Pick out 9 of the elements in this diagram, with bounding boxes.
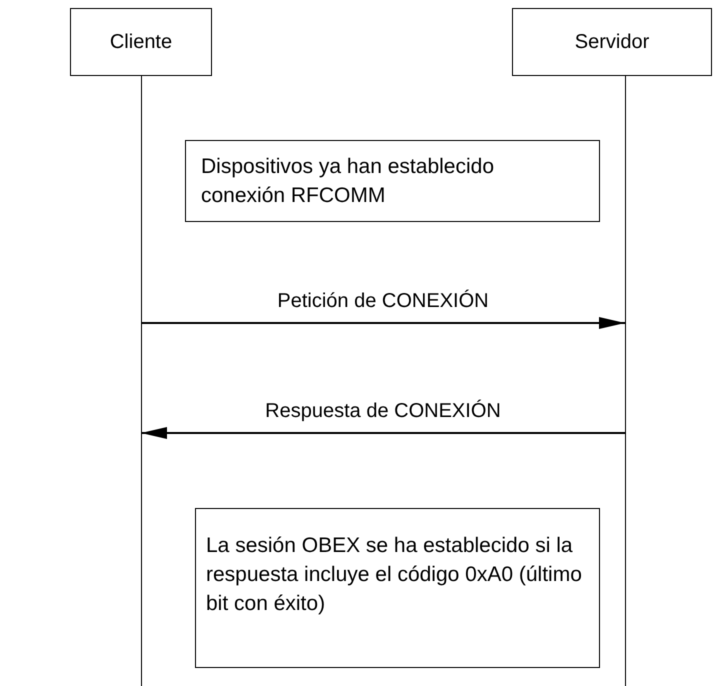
edge-label: Respuesta de CONEXIÓN bbox=[265, 399, 501, 423]
note-text: La sesión OBEX se ha establecido si la respuesta incluye el código 0xA0 (último bit con éxito) bbox=[206, 533, 583, 617]
note-box bbox=[195, 508, 600, 668]
participant-label: Cliente bbox=[110, 30, 172, 55]
arrow bbox=[141, 427, 625, 439]
note-text: Dispositivos ya han establecido conexión RFCOMM bbox=[201, 154, 495, 209]
arrow bbox=[141, 317, 625, 329]
participant-label: Servidor bbox=[574, 30, 650, 55]
note-box bbox=[185, 140, 600, 222]
